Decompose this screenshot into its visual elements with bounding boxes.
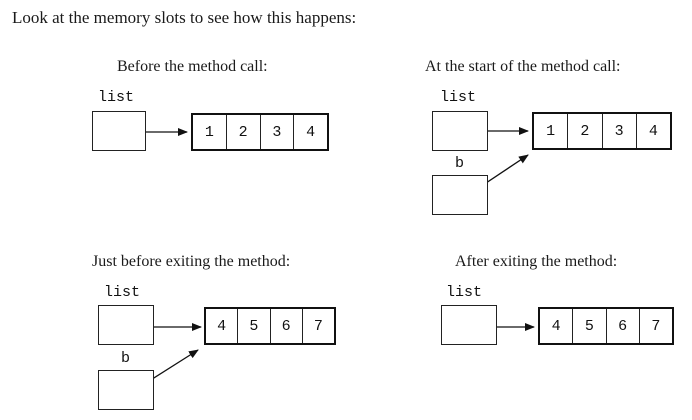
array-cell: 5 (237, 309, 269, 343)
variable-label-b: b (121, 350, 131, 367)
panel-caption: Just before exiting the method: (92, 253, 291, 270)
array-cell: 1 (546, 122, 556, 140)
memory-slot-b (432, 175, 488, 215)
array-cell: 3 (259, 115, 294, 149)
variable-label-list: list (446, 284, 483, 301)
memory-slot-list (92, 111, 146, 151)
array-cell: 4 (293, 115, 327, 149)
variable-label-list: list (98, 89, 135, 106)
memory-slot-list (98, 305, 154, 345)
memory-slot-b (98, 370, 154, 410)
int-array: 1 2 3 4 (532, 112, 672, 150)
array-cell: 4 (217, 317, 227, 335)
variable-label-b: b (455, 155, 465, 172)
intro-text: Look at the memory slots to see how this… (12, 8, 357, 27)
array-cell: 1 (204, 123, 214, 141)
variable-label-list: list (440, 89, 477, 106)
int-array: 4 5 6 7 (538, 307, 674, 345)
panel-caption: After exiting the method: (455, 253, 618, 270)
array-cell: 2 (225, 115, 260, 149)
memory-slot-list (432, 111, 488, 151)
array-cell: 3 (601, 114, 636, 148)
array-cell: 7 (638, 309, 672, 343)
array-cell: 5 (572, 309, 605, 343)
memory-slot-list (441, 305, 497, 345)
array-cell: 4 (635, 114, 670, 148)
array-cell: 6 (269, 309, 302, 343)
panel-caption: At the start of the method call: (425, 58, 621, 75)
panel-caption: Before the method call: (117, 58, 268, 75)
int-array: 1 2 3 4 (191, 113, 329, 151)
variable-label-list: list (104, 284, 141, 301)
array-cell: 2 (567, 114, 601, 148)
array-cell: 4 (551, 317, 561, 335)
array-cell: 7 (301, 309, 334, 343)
int-array: 4 5 6 7 (204, 307, 336, 345)
array-cell: 6 (605, 309, 639, 343)
